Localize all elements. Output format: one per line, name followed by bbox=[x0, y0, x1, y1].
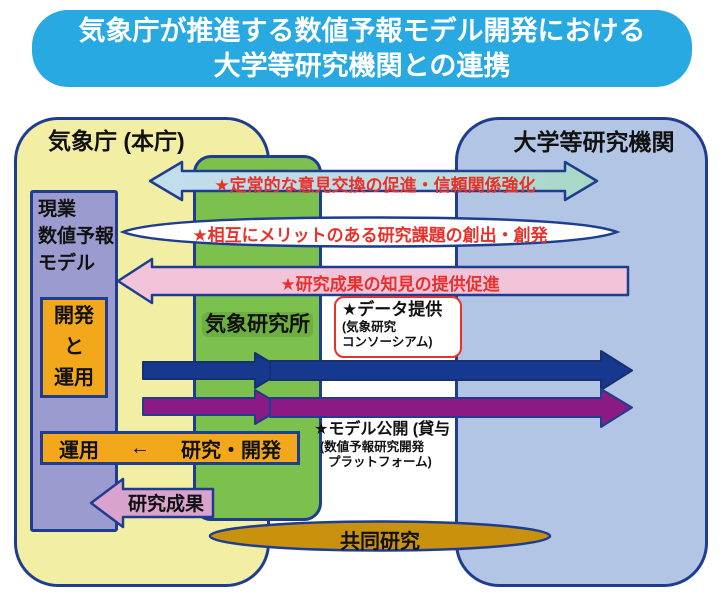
data-provision-title: ★データ提供 bbox=[342, 300, 443, 319]
model-release-sub2: プラットフォーム) bbox=[328, 455, 432, 469]
model-release-title: ★モデル公開 (貸与 bbox=[314, 421, 451, 438]
ops-label: 運用 bbox=[59, 439, 99, 462]
university-label: 大学等研究機関 bbox=[513, 129, 675, 155]
ops-rd-box: 運用 ← 研究・開発 bbox=[40, 431, 300, 465]
title-line-1: 気象庁が推進する数値予報モデル開発における bbox=[78, 15, 646, 46]
title-line-2: 大学等研究機関との連携 bbox=[213, 50, 511, 81]
title-banner: 気象庁が推進する数値予報モデル開発における 大学等研究機関との連携 bbox=[32, 10, 692, 87]
operational-model-label: 現業 数値予報 モデル bbox=[38, 199, 115, 274]
research-results-label: 研究成果 bbox=[128, 494, 205, 515]
mri-label-text: 気象研究所 bbox=[202, 312, 313, 337]
jma-headquarters-label: 気象庁 (本庁) bbox=[48, 128, 185, 154]
data-provision-sub2: コンソーシアム) bbox=[342, 335, 433, 349]
model-release-note: ★モデル公開 (貸与 (数値予報研究開発 プラットフォーム) bbox=[314, 420, 464, 470]
model-release-sub1: (数値予報研究開発 bbox=[320, 440, 425, 454]
data-provision-sub1: (気象研究 bbox=[342, 320, 397, 334]
dev-ops-box: 開発 と 運用 bbox=[40, 297, 108, 398]
data-provision-box: ★データ提供 (気象研究 コンソーシアム) bbox=[334, 296, 462, 358]
dev-ops-label: 開発 と 運用 bbox=[54, 305, 94, 389]
exchange-arrow-label: ★定常的な意見交換の促進・信頼関係強化 bbox=[214, 176, 536, 195]
mutual-lens-label: ★相互にメリットのある研究課題の創出・創発 bbox=[192, 226, 548, 245]
joint-research-label: 共同研究 bbox=[340, 531, 420, 553]
mri-box bbox=[193, 155, 322, 521]
left-arrow-glyph: ← bbox=[130, 436, 150, 459]
mri-label: 気象研究所 bbox=[196, 308, 319, 338]
knowledge-arrow-label: ★研究成果の知見の提供促進 bbox=[280, 275, 500, 294]
rd-label: 研究・開発 bbox=[181, 439, 281, 462]
